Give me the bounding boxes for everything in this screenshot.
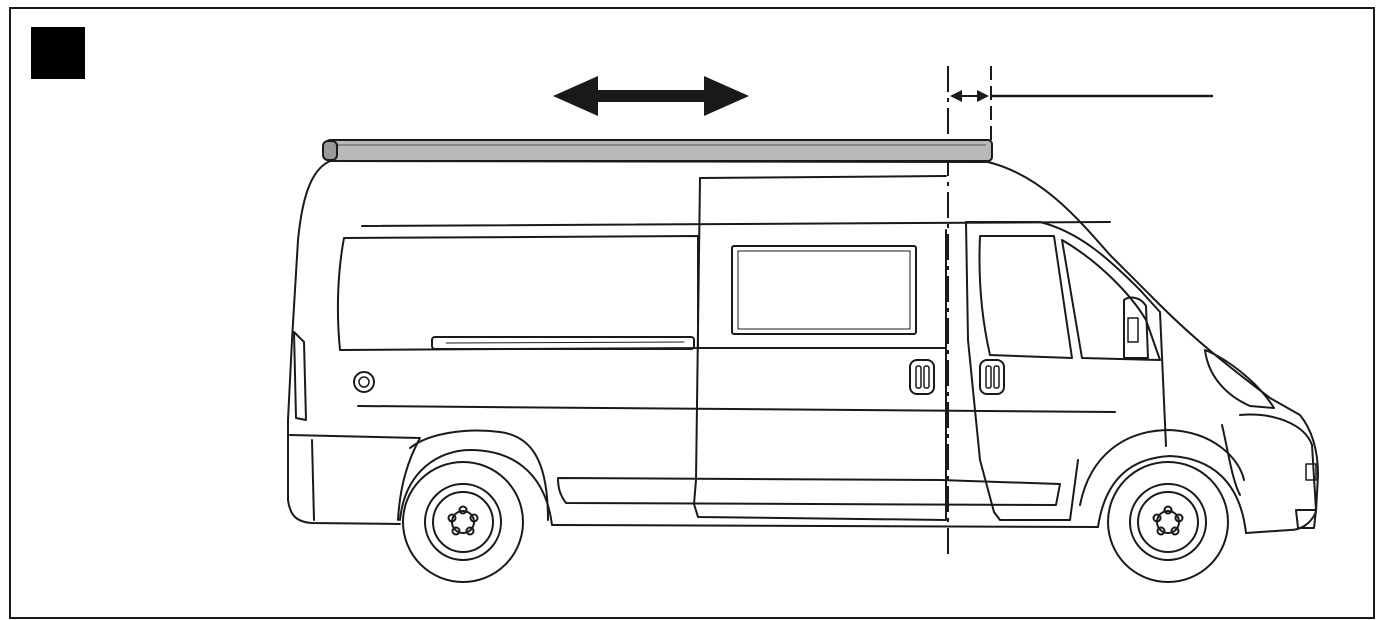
dimension-arrow-icon [947,66,1213,560]
van-icon [287,160,1319,534]
wheel-icon [402,461,1229,583]
step-marker-icon [31,27,85,79]
awning-icon [322,139,993,162]
diagram-border [9,7,1375,619]
double-arrow-icon [553,76,749,116]
